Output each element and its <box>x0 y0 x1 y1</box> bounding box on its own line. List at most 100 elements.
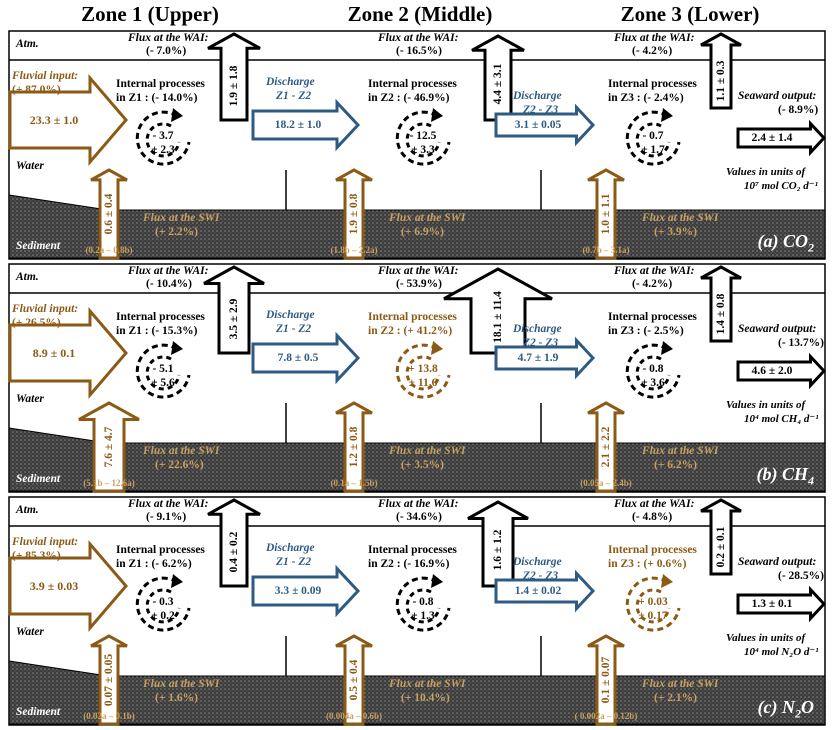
swi-label-z2: Flux at the SWI <box>389 678 466 690</box>
seaward-label: Seaward output: <box>738 556 817 568</box>
fluvial-pct: (+ 85.3%) <box>12 550 61 562</box>
swi-value-z2: 0.5 ± 0.4 <box>348 659 360 701</box>
swi-pct-z2: (+ 3.5%) <box>401 459 444 471</box>
swi-pct-z1: (+ 1.6%) <box>155 692 198 704</box>
internal-value-z2: - 12.5 <box>409 130 437 142</box>
swi-value-z1: 0.07 ± 0.05 <box>103 653 115 707</box>
wai-value-z2: 4.4 ± 3.1 <box>492 63 504 105</box>
zone-2-title: Zone 2 (Middle) <box>347 2 493 26</box>
sediment-label: Sediment <box>16 240 61 252</box>
wai-label-z1: Flux at the WAI: <box>128 32 209 44</box>
internal-value-z1: - 3.7 <box>152 130 174 142</box>
internal-zone-z2: in Z2 : (+ 41.2%) <box>368 325 453 337</box>
water-label: Water <box>16 626 44 638</box>
swi-label-z1: Flux at the SWI <box>143 445 220 457</box>
zone-1-title: Zone 1 (Upper) <box>81 2 219 26</box>
internal-value-z3: - 0.8 <box>642 363 664 375</box>
internal-label-z2: Internal processes <box>368 544 457 556</box>
sediment-label: Sediment <box>16 473 61 485</box>
wai-pct-z1: (- 7.0%) <box>146 45 187 57</box>
swi-pct-z3: (+ 6.2%) <box>654 459 697 471</box>
fluvial-value: 8.9 ± 0.1 <box>32 346 76 360</box>
internal-err-z2: ± 1.3 <box>411 610 435 622</box>
internal-err-z3: ± 0.17 <box>638 610 668 622</box>
internal-zone-z3: in Z3 : (+ 0.6%) <box>608 558 687 570</box>
wai-pct-z3: (- 4.8%) <box>632 511 673 523</box>
wai-label-z1: Flux at the WAI: <box>128 498 209 510</box>
internal-value-z3: - 0.7 <box>642 130 664 142</box>
seaward-pct: (- 8.9%) <box>778 104 819 116</box>
wai-value-z1: 3.5 ± 2.9 <box>228 298 240 340</box>
seaward-pct: (- 13.7%) <box>778 337 824 349</box>
discharge-value-2: 1.4 ± 0.02 <box>514 585 562 597</box>
wai-pct-z2: (- 16.5%) <box>396 45 442 57</box>
internal-err-z3: ± 1.7 <box>641 144 665 156</box>
internal-zone-z3: in Z3 : (- 2.4%) <box>608 92 684 104</box>
internal-zone-z1: in Z1 : (- 6.2%) <box>116 558 192 570</box>
atm-label: Atm. <box>16 38 39 50</box>
internal-value-z1: - 5.1 <box>152 363 174 375</box>
wai-value-z3: 1.4 ± 0.8 <box>715 293 727 335</box>
internal-value-z3: + 0.03 <box>638 596 668 608</box>
seaward-label: Seaward output: <box>738 90 817 102</box>
swi-pct-z3: (+ 2.1%) <box>654 692 697 704</box>
swi-range-z1: (0.2a – 0.8b) <box>85 245 133 255</box>
zone-3-title: Zone 3 (Lower) <box>620 2 760 26</box>
internal-err-z2: ± 11.6 <box>408 377 438 389</box>
seaward-label: Seaward output: <box>738 323 817 335</box>
swi-label-z3: Flux at the SWI <box>642 678 719 690</box>
wai-label-z2: Flux at the WAI: <box>378 32 459 44</box>
swi-label-z3: Flux at the SWI <box>642 445 719 457</box>
wai-label-z3: Flux at the WAI: <box>614 265 695 277</box>
atm-label: Atm. <box>16 504 39 516</box>
water-label: Water <box>16 160 44 172</box>
swi-value-z3: 0.1 ± 0.07 <box>600 656 612 704</box>
swi-label-z3: Flux at the SWI <box>642 212 719 224</box>
internal-err-z1: ± 0.2 <box>151 610 175 622</box>
seaward-value: 4.6 ± 2.0 <box>751 365 793 377</box>
wai-pct-z1: (- 9.1%) <box>146 511 187 523</box>
swi-pct-z2: (+ 10.4%) <box>401 692 450 704</box>
swi-pct-z2: (+ 6.9%) <box>401 226 444 238</box>
units-line-2: 10⁴ mol CH₄ d⁻¹ <box>744 413 819 425</box>
wai-value-z3: 1.1 ± 0.3 <box>715 60 727 102</box>
units-line-1: Values in units of <box>726 399 806 411</box>
swi-range-z2: (0.004a – 0.6b) <box>326 711 382 721</box>
internal-zone-z1: in Z1 : (- 15.3%) <box>116 325 198 337</box>
wai-label-z2: Flux at the WAI: <box>378 498 459 510</box>
swi-label-z2: Flux at the SWI <box>389 212 466 224</box>
wai-label-z2: Flux at the WAI: <box>378 265 459 277</box>
wai-pct-z1: (- 10.4%) <box>146 278 192 290</box>
swi-value-z1: 0.6 ± 0.4 <box>103 193 115 235</box>
discharge-value-2: 3.1 ± 0.05 <box>514 119 562 131</box>
wai-pct-z3: (- 4.2%) <box>632 278 673 290</box>
wai-value-z1: 0.4 ± 0.2 <box>228 531 240 573</box>
swi-pct-z1: (+ 22.6%) <box>155 459 204 471</box>
internal-zone-z2: in Z2 : (- 46.9%) <box>368 92 450 104</box>
units-line-1: Values in units of <box>726 166 806 178</box>
wai-label-z3: Flux at the WAI: <box>614 32 695 44</box>
swi-value-z2: 1.2 ± 0.8 <box>348 426 360 468</box>
units-line-2: 10⁷ mol CO₂ d⁻¹ <box>744 180 818 192</box>
discharge-sub-1: Z1 - Z2 <box>276 556 312 568</box>
wai-value-z2: 18.1 ± 11.4 <box>492 291 504 343</box>
discharge-sub-2: Z2 - Z3 <box>523 570 559 582</box>
internal-value-z1: - 0.3 <box>152 596 174 608</box>
wai-value-z2: 1.6 ± 1.2 <box>492 529 504 571</box>
discharge-sub-2: Z2 - Z3 <box>523 337 559 349</box>
fluvial-pct: (+ 26.5%) <box>12 317 61 329</box>
wai-pct-z2: (- 34.6%) <box>396 511 442 523</box>
fluvial-pct: (+ 87.0%) <box>12 84 61 96</box>
fluvial-label: Fluvial input: <box>12 70 79 82</box>
panel-label: (b) CH4 <box>756 464 815 488</box>
internal-zone-z3: in Z3 : (- 2.5%) <box>608 325 684 337</box>
internal-err-z2: ± 3.3 <box>411 144 435 156</box>
fluvial-label: Fluvial input: <box>12 536 79 548</box>
internal-zone-z1: in Z1 : (- 14.0%) <box>116 92 198 104</box>
discharge-label-1: Discharge <box>266 309 315 321</box>
swi-value-z3: 2.1 ± 2.2 <box>600 426 612 468</box>
swi-label-z2: Flux at the SWI <box>389 445 466 457</box>
swi-pct-z1: (+ 2.2%) <box>155 226 198 238</box>
